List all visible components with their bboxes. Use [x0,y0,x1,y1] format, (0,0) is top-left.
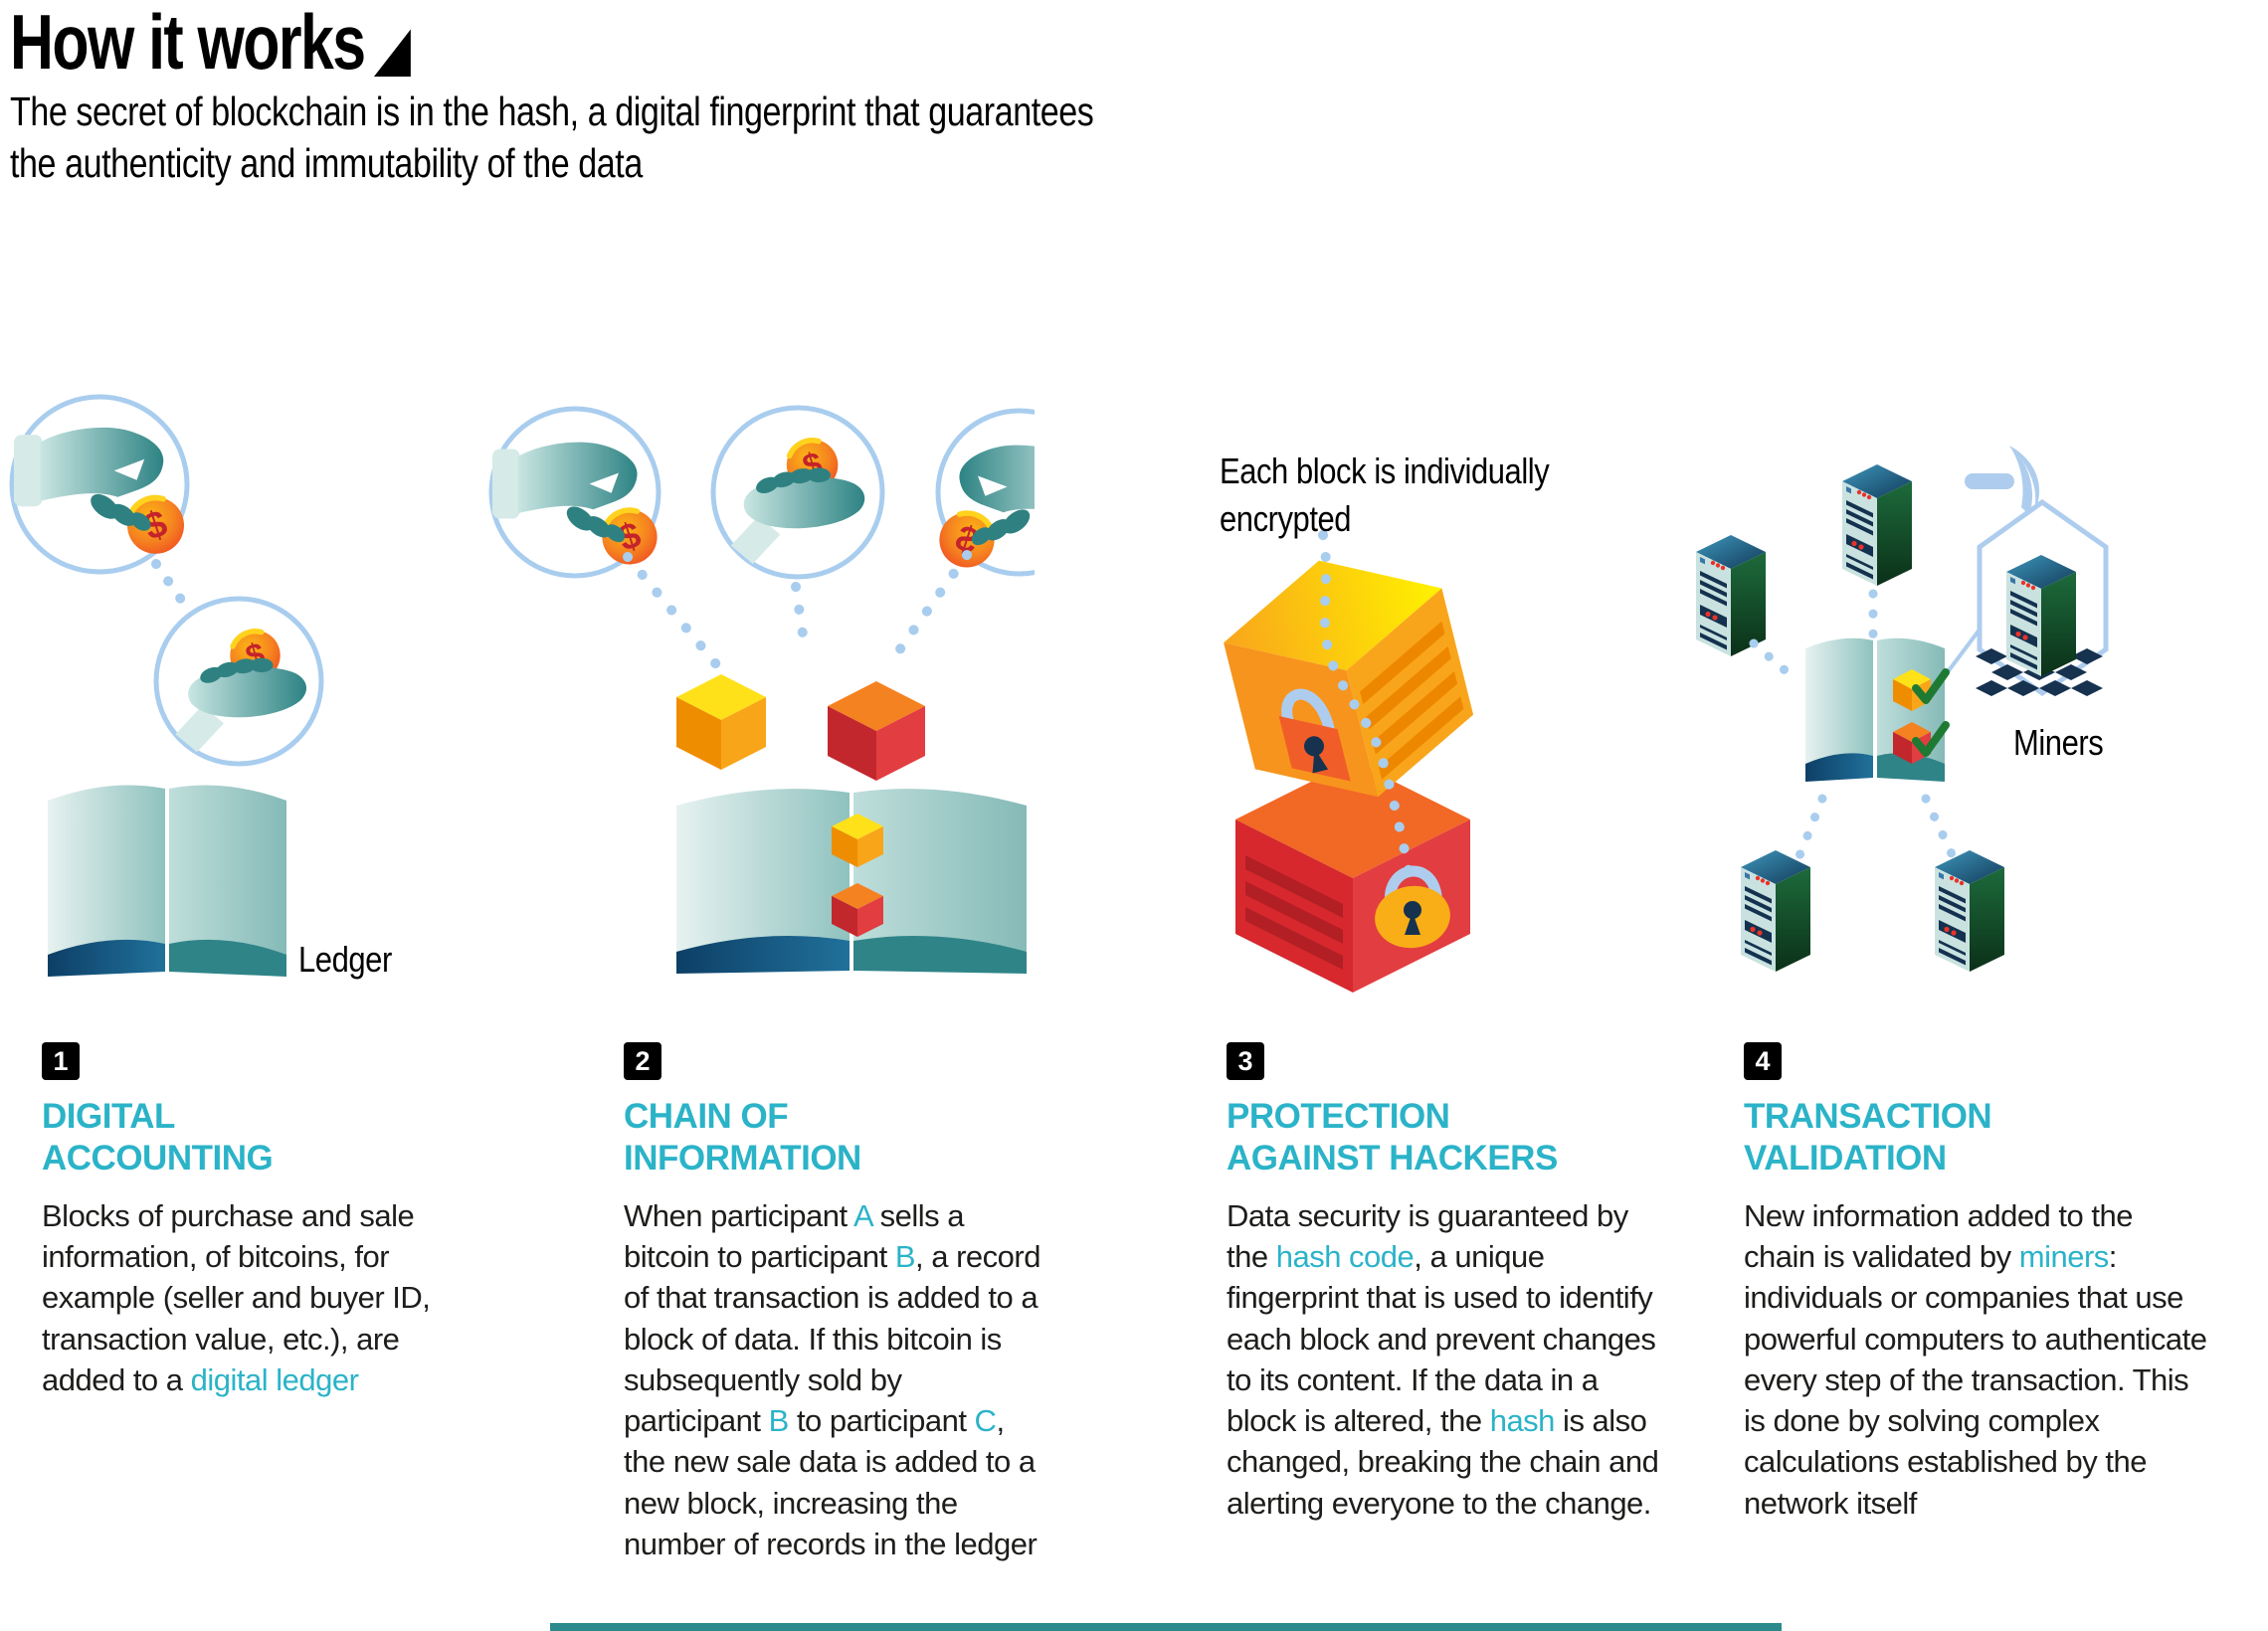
illustration-digital-accounting [9,394,324,977]
server-icon-miner [2006,555,2076,676]
block-cube-yellow [676,674,766,770]
dotted-encryption-line [1318,530,1414,875]
section-body: Blocks of purchase and sale information,… [42,1198,431,1397]
section-number-badge: 1 [42,1042,80,1080]
illustration-transaction-validation [1696,446,2109,972]
section-body: New information added to the chain is va… [1744,1198,2207,1521]
block-cube-red [828,681,925,781]
recorded-block-red [832,883,883,937]
page-title: How it works◢ [10,0,411,86]
triangle-icon: ◢ [375,17,411,82]
encrypted-note: Each block is individually encrypted [1220,451,1550,539]
illustration-protection-against-hackers [1224,530,1474,993]
dotted-connector [151,559,191,612]
section-number-badge: 2 [624,1042,662,1080]
ledger-book-icon [48,785,286,977]
server-icon [1741,850,1810,972]
miners-label: Miners [2013,722,2104,763]
server-icon [1842,464,1912,586]
footer-divider-bar [550,1623,1782,1631]
section-number-badge: 3 [1227,1042,1264,1080]
lock-icon-red [1278,688,1351,782]
checkmark-icon [1912,721,1950,757]
server-icon [1696,535,1766,656]
section-body: When participant A sells a bitcoin to pa… [624,1198,1040,1561]
illustration-chain-of-information [488,405,1035,974]
ledger-label: Ledger [298,939,392,980]
dotted-connectors [1749,589,1959,863]
checkmark-icon [1912,668,1950,704]
hexagon-connector-line [1945,628,1982,675]
validated-block-yellow [1893,668,1950,711]
server-icon [1935,850,2004,972]
encrypted-block-red [1235,761,1470,993]
pickaxe-icon [1965,446,2040,519]
page-subtitle: The secret of blockchain is in the hash,… [10,89,1094,187]
ledger-book-icon [676,789,1027,974]
encrypted-block-yellow [1224,560,1474,798]
validated-block-red [1893,721,1950,764]
section-body: Data security is guaranteed by the hash … [1227,1198,1659,1521]
page-title-text: How it works [10,0,366,86]
dotted-connectors [623,550,972,669]
recorded-block-yellow [832,814,883,867]
section-number-badge: 4 [1744,1042,1782,1080]
ledger-book-icon [1805,637,1950,782]
